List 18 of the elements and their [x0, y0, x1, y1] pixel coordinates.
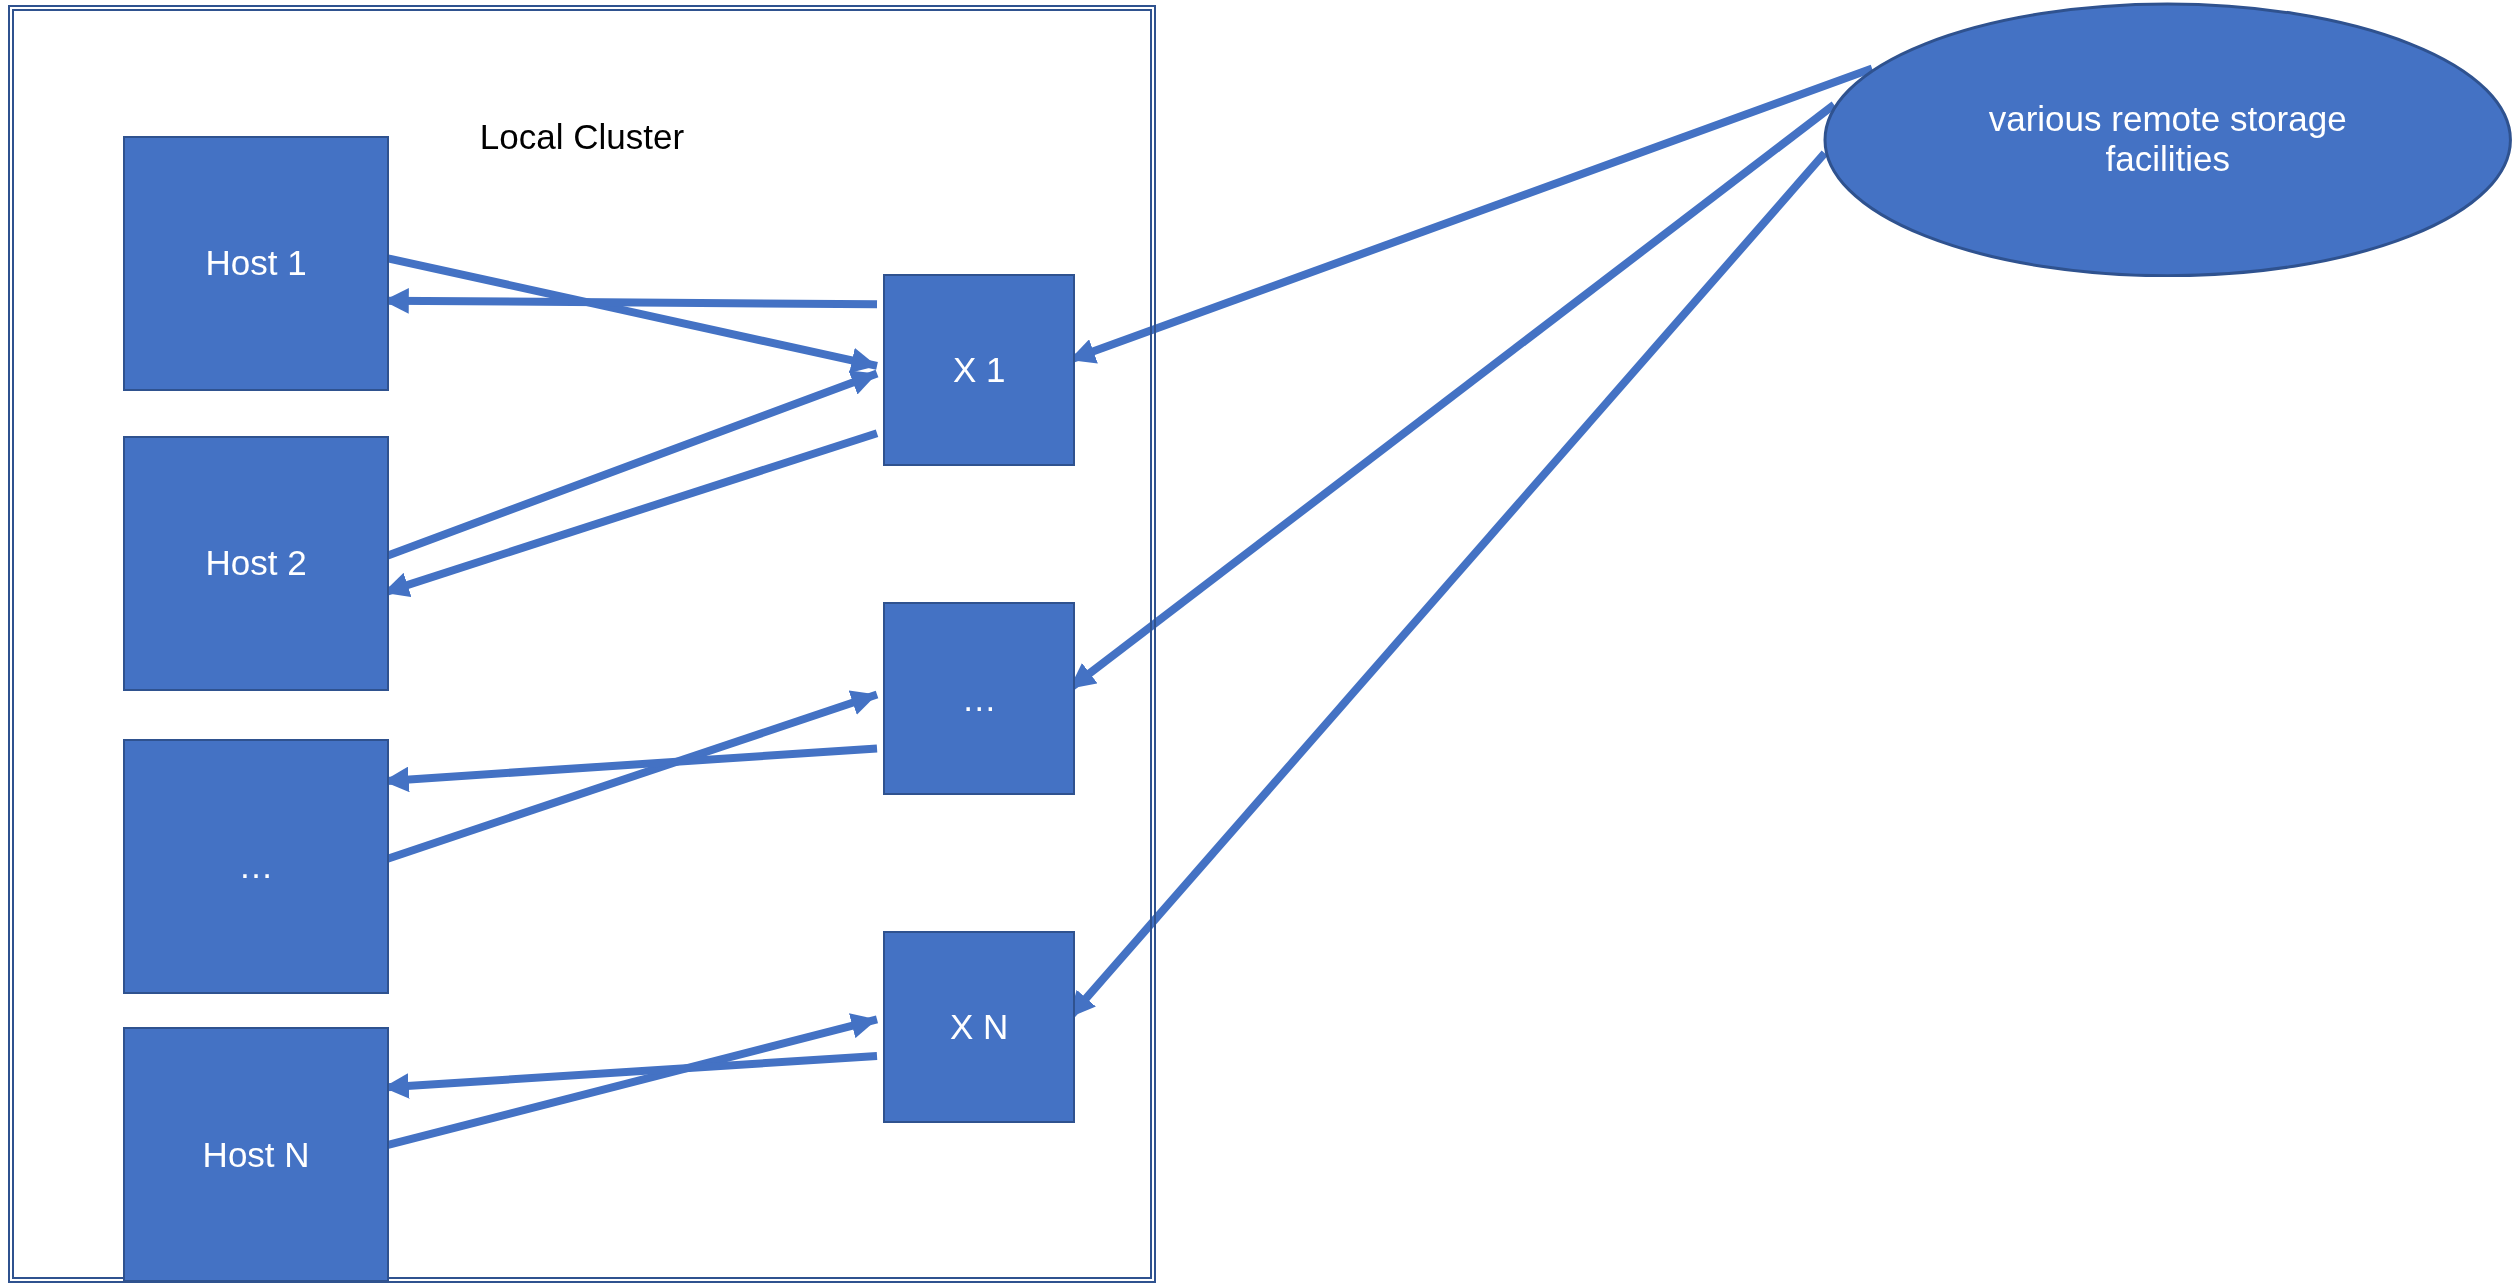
process-box [123, 435, 390, 691]
process-box [883, 931, 1076, 1124]
process-box [123, 738, 390, 994]
cluster-box [8, 4, 1156, 1283]
cluster-title: Local Cluster [479, 116, 685, 156]
node-label: X N [950, 1007, 1009, 1048]
storage-ellipse [1822, 1, 2513, 278]
process-box [883, 602, 1076, 795]
process-box [883, 273, 1076, 467]
node-label: X 1 [952, 349, 1006, 390]
node-label: … [238, 846, 274, 887]
node-label: Host 2 [205, 543, 307, 584]
node-label: Host 1 [205, 243, 307, 284]
node-label: … [961, 678, 997, 719]
node-label: Host N [202, 1134, 310, 1175]
node-label: various remote storage facilities [1987, 99, 2348, 180]
process-box [123, 1027, 390, 1283]
process-box [123, 135, 390, 391]
